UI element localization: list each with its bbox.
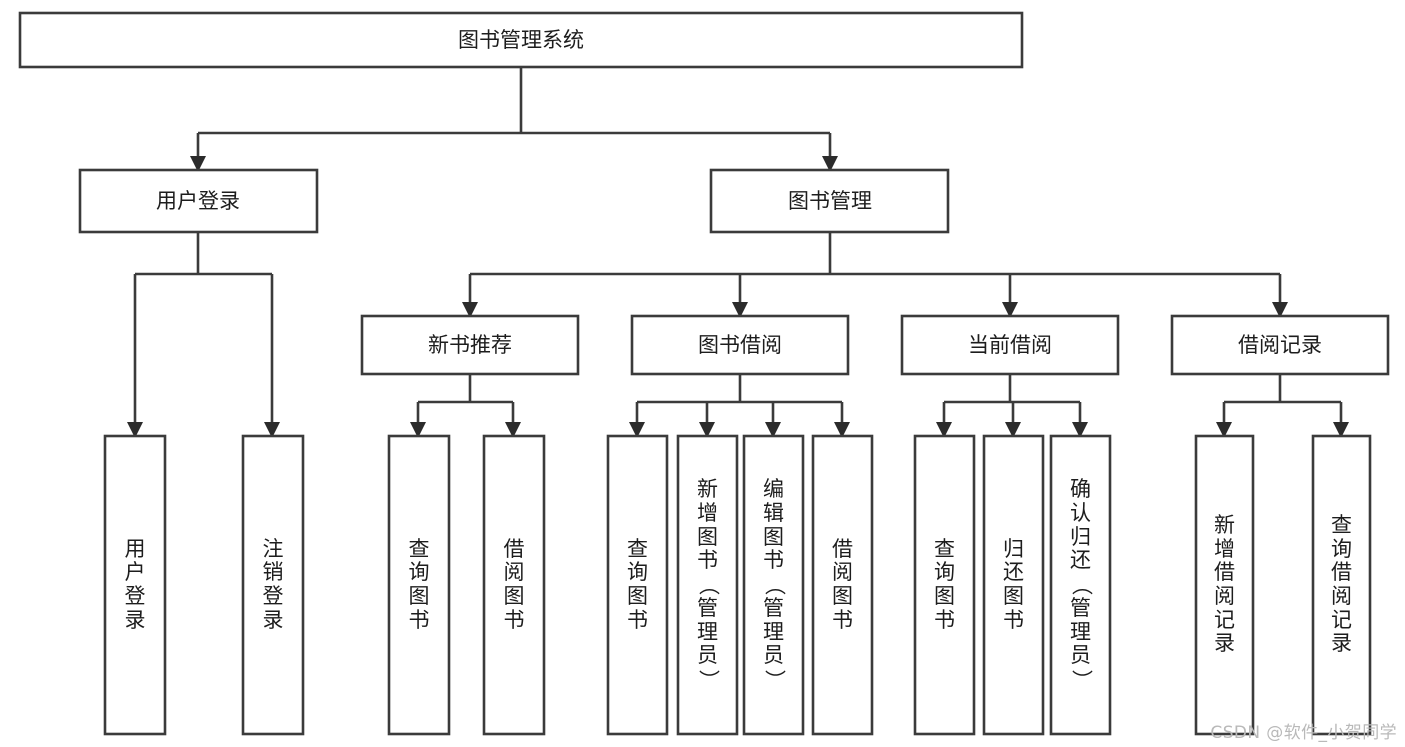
node-root-label: 图书管理系统 — [458, 28, 584, 52]
node-user-login-box[interactable] — [78, 168, 319, 234]
arrow-head-bb-leaf-1 — [629, 422, 645, 438]
connector-group-book-manage-to-level2 — [462, 232, 1288, 318]
node-user-login[interactable]: 用户登录 — [78, 168, 319, 234]
arrow-head-bb-leaf-3 — [765, 422, 781, 438]
connector-group-new-book-to-leaves — [410, 374, 521, 438]
arrow-head-leaf-logout — [264, 422, 280, 438]
arrow-head-book-manage — [822, 156, 838, 172]
node-root[interactable]: 图书管理系统 — [18, 11, 1024, 69]
leaf-box-bb-add-book[interactable] — [676, 434, 739, 736]
node-book-manage[interactable]: 图书管理 — [709, 168, 950, 234]
node-new-book-recommend-label: 新书推荐 — [428, 333, 512, 357]
leaf-box-bb-query-book[interactable] — [606, 434, 669, 736]
node-current-borrow-label: 当前借阅 — [968, 333, 1052, 357]
arrow-head-nb-leaf-1 — [410, 422, 426, 438]
arrow-head-cb-leaf-2 — [1005, 422, 1021, 438]
node-book-borrow-box[interactable] — [630, 314, 850, 376]
arrow-head-nb-leaf-2 — [505, 422, 521, 438]
leaf-box-bb-edit-book[interactable] — [742, 434, 805, 736]
arrow-head-new-book — [462, 302, 478, 318]
leaf-box-logout[interactable] — [241, 434, 305, 736]
arrow-head-leaf-user-login — [127, 422, 143, 438]
leaf-box-user-login[interactable] — [103, 434, 167, 736]
arrow-head-book-borrow — [732, 302, 748, 318]
node-book-borrow-label: 图书借阅 — [698, 333, 782, 357]
node-current-borrow[interactable]: 当前借阅 — [900, 314, 1120, 376]
connector-group-root-to-level1 — [190, 67, 838, 172]
node-current-borrow-box[interactable] — [900, 314, 1120, 376]
connector-group-user-login-to-leaves — [127, 232, 280, 438]
node-borrow-record[interactable]: 借阅记录 — [1170, 314, 1390, 376]
arrow-head-borrow-record — [1272, 302, 1288, 318]
node-book-manage-box[interactable] — [709, 168, 950, 234]
node-root-box[interactable] — [18, 11, 1024, 69]
arrow-head-user-login — [190, 156, 206, 172]
connector-group-book-borrow-to-leaves — [629, 374, 850, 438]
leaf-box-cb-query-book[interactable] — [913, 434, 976, 736]
leaf-box-cb-return-book[interactable] — [982, 434, 1045, 736]
node-borrow-record-box[interactable] — [1170, 314, 1390, 376]
arrow-head-bb-leaf-2 — [699, 422, 715, 438]
arrow-head-cb-leaf-1 — [936, 422, 952, 438]
arrow-head-cb-leaf-3 — [1072, 422, 1088, 438]
leaf-box-br-query-record[interactable] — [1311, 434, 1372, 736]
node-book-borrow[interactable]: 图书借阅 — [630, 314, 850, 376]
node-user-login-label: 用户登录 — [156, 189, 240, 213]
leaf-box-br-add-record[interactable] — [1194, 434, 1255, 736]
arrow-head-br-leaf-2 — [1333, 422, 1349, 438]
arrow-head-current-borrow — [1002, 302, 1018, 318]
connector-group-current-borrow-to-leaves — [936, 374, 1088, 438]
leaf-box-bb-borrow-book[interactable] — [811, 434, 874, 736]
arrow-head-br-leaf-1 — [1216, 422, 1232, 438]
node-new-book-recommend-box[interactable] — [360, 314, 580, 376]
node-borrow-record-label: 借阅记录 — [1238, 333, 1322, 357]
node-book-manage-label: 图书管理 — [788, 189, 872, 213]
leaf-box-cb-confirm-return[interactable] — [1049, 434, 1112, 736]
leaf-box-nb-borrow-book[interactable] — [482, 434, 546, 736]
leaf-box-nb-query-book[interactable] — [387, 434, 451, 736]
node-new-book-recommend[interactable]: 新书推荐 — [360, 314, 580, 376]
connector-group-borrow-record-to-leaves — [1216, 374, 1349, 438]
arrow-head-bb-leaf-4 — [834, 422, 850, 438]
